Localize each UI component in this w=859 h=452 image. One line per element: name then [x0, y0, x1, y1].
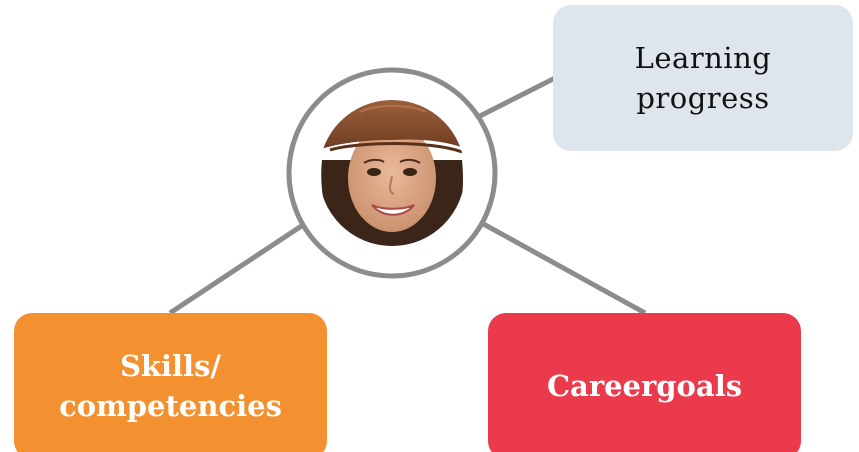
node-learning-progress: Learning progress — [553, 5, 853, 151]
node-career-line1: Careergoals — [546, 369, 743, 403]
node-learning-label: Learning progress — [635, 38, 772, 118]
node-career-label: Careergoals — [547, 366, 742, 406]
node-learning-line2: progress — [636, 81, 770, 115]
node-skills-line2: competencies — [59, 389, 282, 423]
connector-learning — [476, 74, 559, 120]
node-learning-line1: Learning — [634, 41, 772, 75]
portrait-image — [319, 100, 465, 246]
node-skills-line1: Skills/ — [119, 349, 221, 383]
node-career-goals: Careergoals — [488, 313, 801, 452]
cap-shape — [319, 100, 465, 150]
node-skills-label: Skills/ competencies — [59, 346, 282, 426]
node-skills-competencies: Skills/ competencies — [14, 313, 327, 452]
connector-skills — [168, 220, 308, 316]
connector-career — [476, 218, 647, 316]
